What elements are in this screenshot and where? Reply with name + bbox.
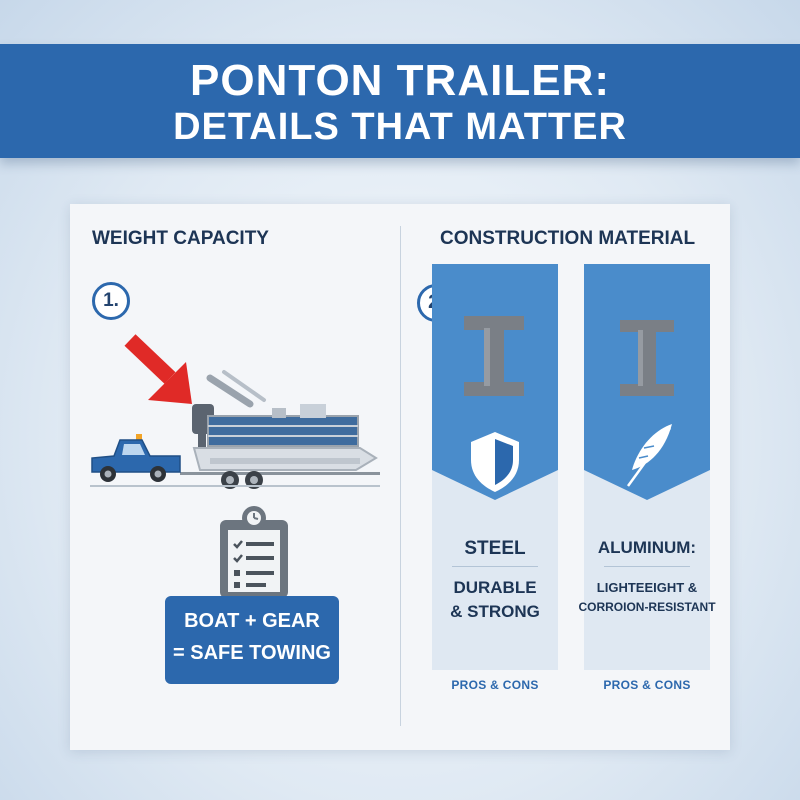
- aluminum-desc-line-2: CORROION-RESISTANT: [578, 600, 716, 614]
- steel-desc-line-2: & STRONG: [450, 602, 540, 621]
- aluminum-label: ALUMINUM:: [597, 538, 697, 557]
- red-arrow-icon: [124, 334, 192, 404]
- ground-line: [90, 485, 380, 487]
- title-line-2: DETAILS THAT MATTER: [173, 106, 627, 148]
- checklist-clipboard-icon: [220, 506, 288, 598]
- aluminum-column: ALUMINUM: LIGHTEEIGHT & CORROION-RESISTA…: [578, 264, 716, 670]
- aluminum-desc-line-1: LIGHTEEIGHT &: [596, 580, 698, 595]
- feather-icon: [626, 424, 672, 487]
- steel-pros-cons: PROS & CONS: [451, 678, 539, 692]
- content-panel: WEIGHT CAPACITY 1.: [70, 204, 730, 750]
- steel-rule: [452, 566, 538, 567]
- callout-line-1: BOAT + GEAR: [184, 610, 320, 632]
- pontoon-boat-icon: [192, 370, 378, 471]
- trailer-icon: [180, 471, 380, 489]
- steel-banner: [432, 264, 558, 500]
- safe-towing-callout: BOAT + GEAR = SAFE TOWING: [165, 596, 339, 684]
- truck-icon: [91, 434, 181, 482]
- construction-material-heading: CONSTRUCTION MATERIAL: [440, 228, 696, 249]
- i-beam-icon: [464, 316, 524, 396]
- aluminum-banner: [584, 264, 710, 500]
- section-divider: [400, 226, 401, 726]
- title-line-1: PONTON TRAILER:: [190, 56, 610, 105]
- aluminum-pros-cons: PROS & CONS: [603, 678, 691, 692]
- callout-line-2: = SAFE TOWING: [173, 642, 331, 664]
- steel-desc-line-1: DURABLE: [453, 578, 537, 597]
- i-beam-icon: [620, 320, 674, 396]
- title-banner: PONTON TRAILER: DETAILS THAT MATTER: [0, 44, 800, 158]
- steel-label: STEEL: [464, 538, 526, 559]
- weight-capacity-heading: WEIGHT CAPACITY: [92, 228, 269, 249]
- step-number-1: 1.: [92, 282, 130, 320]
- aluminum-rule: [604, 566, 690, 567]
- steel-column: STEEL DURABLE & STRONG: [432, 264, 558, 670]
